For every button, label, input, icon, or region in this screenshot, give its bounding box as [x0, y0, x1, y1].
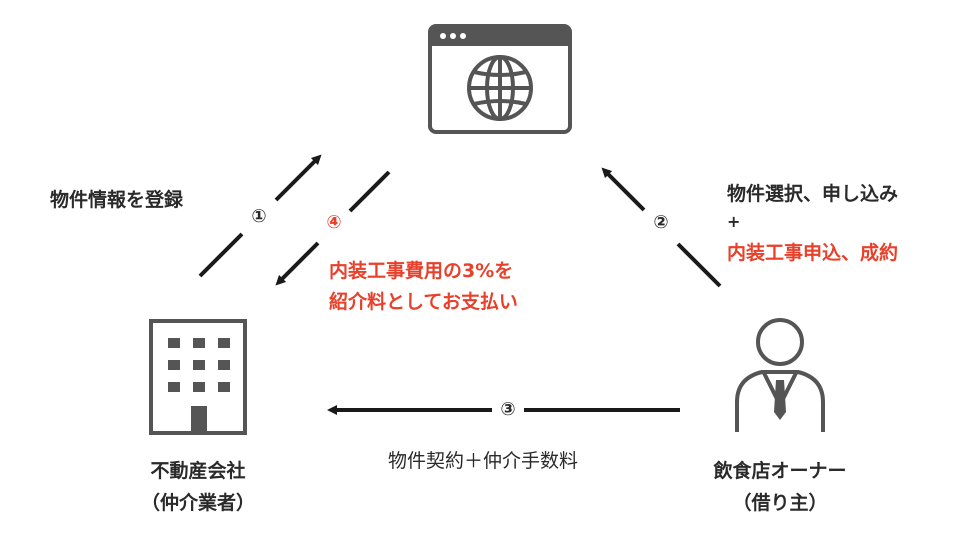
step3-label: 物件契約＋仲介手数料	[388, 450, 579, 472]
businessman-icon	[735, 318, 825, 432]
step1-label: 物件情報を登録	[50, 189, 184, 211]
step4-number: ④	[326, 212, 342, 233]
restaurant-owner-role: （借り主）	[732, 492, 828, 514]
real-estate-company-name: 不動産会社	[150, 460, 246, 482]
step2-label-line2: 内装工事申込、成約	[727, 242, 899, 264]
office-building-icon	[149, 319, 247, 435]
step2-plus: +	[727, 212, 741, 231]
browser-globe-icon	[428, 24, 572, 134]
step2-number: ②	[653, 212, 669, 233]
step1-number: ①	[251, 206, 267, 227]
arrow-step1	[198, 154, 322, 278]
arrow-step4	[275, 170, 391, 286]
step4-label-line1: 内装工事費用の3%を	[329, 260, 514, 282]
real-estate-company-role: （仲介業者）	[140, 492, 255, 514]
arrow-step2	[601, 167, 722, 288]
step3-number: ③	[500, 399, 516, 420]
step2-label-line1: 物件選択、申し込み	[727, 183, 899, 205]
restaurant-owner-name: 飲食店オーナー	[713, 460, 847, 482]
step4-label-line2: 紹介料としてお支払い	[329, 291, 518, 313]
